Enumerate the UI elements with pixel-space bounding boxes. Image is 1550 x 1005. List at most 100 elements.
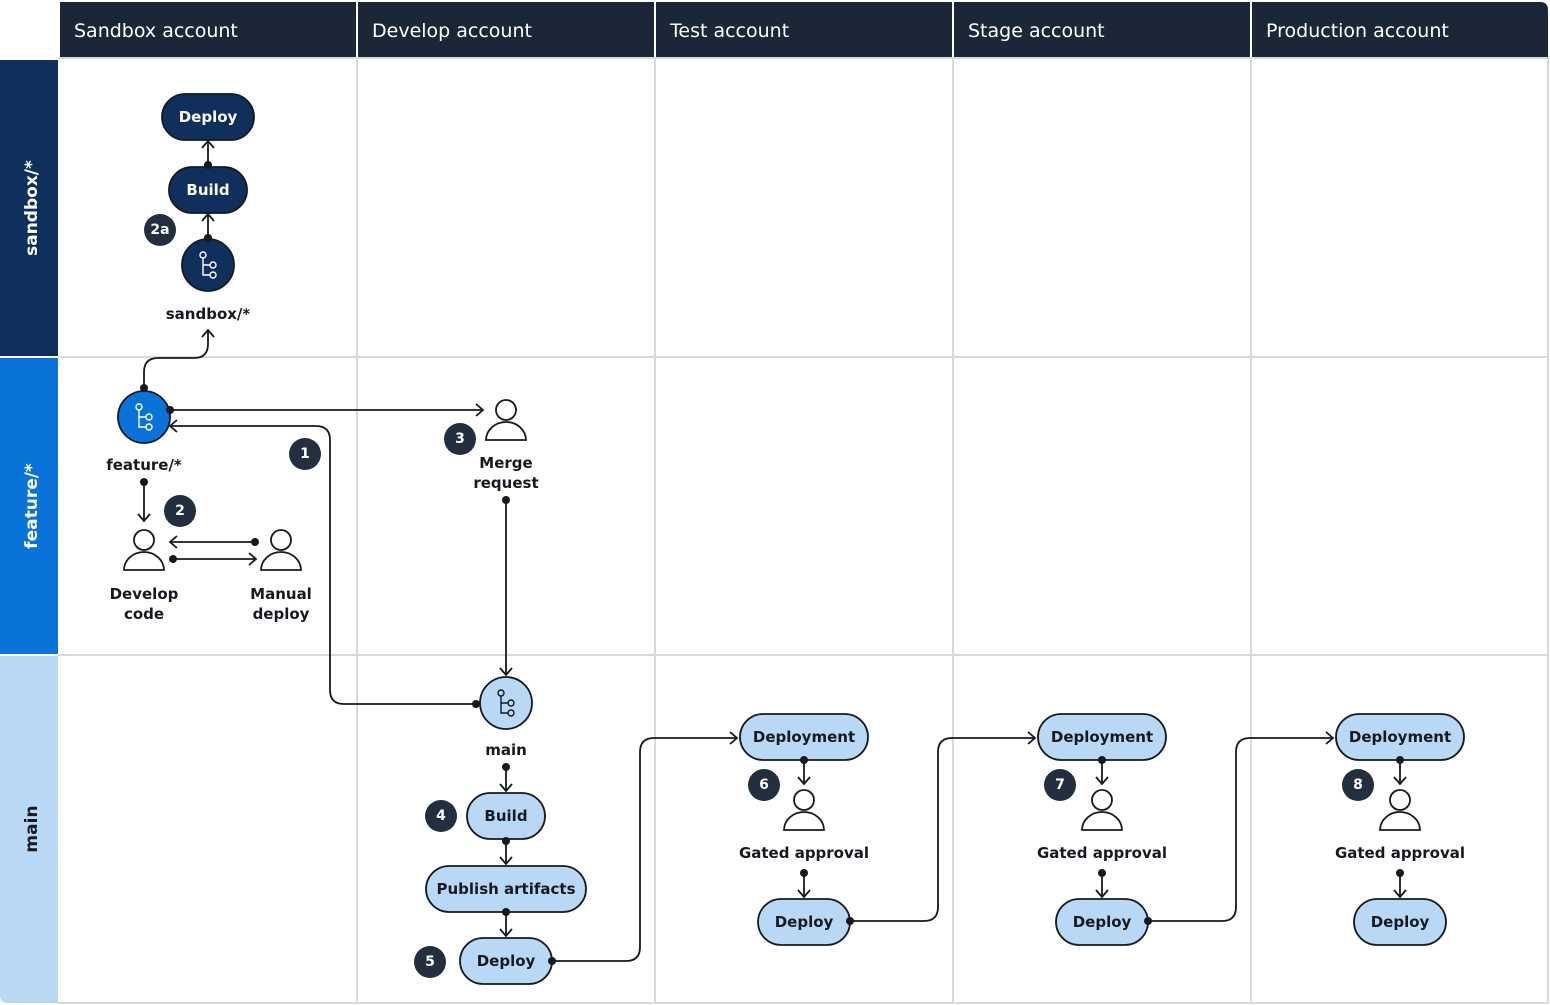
svg-text:3: 3 xyxy=(455,431,465,447)
svg-text:Deploy: Deploy xyxy=(1371,913,1430,931)
lane-title-feature: feature/* xyxy=(22,463,42,549)
lane-title-sandbox: sandbox/* xyxy=(22,160,42,256)
feature-branch-node xyxy=(117,390,171,444)
main-to-feature-connector xyxy=(168,419,480,708)
merge-request-label-line1: Merge xyxy=(479,454,532,472)
svg-text:2: 2 xyxy=(175,503,185,519)
badge-6: 6 xyxy=(748,769,780,801)
test-approval-label: Gated approval xyxy=(739,844,869,862)
svg-text:7: 7 xyxy=(1055,777,1065,793)
column-header-production: Production account xyxy=(1252,2,1548,58)
badge-4: 4 xyxy=(425,800,457,832)
badge-2a: 2a xyxy=(144,214,176,246)
develop-code-label-line2: code xyxy=(124,605,164,623)
svg-text:2a: 2a xyxy=(150,222,169,238)
svg-text:Deployment: Deployment xyxy=(1051,728,1153,746)
sandbox-deploy-node: Deploy xyxy=(161,93,255,141)
svg-text:Deployment: Deployment xyxy=(753,728,855,746)
sandbox-branch-node xyxy=(181,238,235,292)
lane-header-sandbox: sandbox/* xyxy=(0,60,58,356)
test-to-stage-connector xyxy=(846,731,1037,925)
merge-request-label-line2: request xyxy=(473,474,538,492)
develop-deploy-node: Deploy xyxy=(459,937,553,985)
merge-request-person-icon xyxy=(485,399,527,441)
lane-header-feature: feature/* xyxy=(0,358,58,654)
sandbox-build-node: Build xyxy=(168,166,248,214)
manual-to-develop-connector xyxy=(168,535,259,549)
column-header-develop: Develop account xyxy=(358,2,654,58)
merge-to-main-connector xyxy=(499,496,513,677)
publish-artifacts-node: Publish artifacts xyxy=(425,865,587,913)
svg-text:Deploy: Deploy xyxy=(775,913,834,931)
svg-text:Publish artifacts: Publish artifacts xyxy=(437,880,576,898)
svg-text:Build: Build xyxy=(484,807,527,825)
lane-title-main: main xyxy=(22,805,42,852)
develop-to-manual-connector xyxy=(169,552,258,566)
column-header-stage: Stage account xyxy=(954,2,1250,58)
column-header-test: Test account xyxy=(656,2,952,58)
svg-text:8: 8 xyxy=(1353,777,1363,793)
production-deployment-node: Deployment xyxy=(1335,713,1465,761)
production-approval-person-icon xyxy=(1379,789,1421,831)
production-approval-to-deploy-connector xyxy=(1393,869,1407,899)
feature-to-merge-connector xyxy=(166,403,485,417)
svg-text:Deploy: Deploy xyxy=(477,952,536,970)
feature-to-develop-connector xyxy=(137,478,151,523)
manual-deploy-person-icon xyxy=(260,529,302,571)
column-title-test: Test account xyxy=(669,20,789,42)
stage-approval-label: Gated approval xyxy=(1037,844,1167,862)
test-deployment-node: Deployment xyxy=(739,713,869,761)
svg-text:Build: Build xyxy=(186,181,229,199)
badge-8: 8 xyxy=(1342,769,1374,801)
column-title-production: Production account xyxy=(1266,20,1449,42)
main-branch-node xyxy=(479,676,533,730)
badge-2: 2 xyxy=(164,495,196,527)
corner-cell xyxy=(0,0,60,58)
test-deployment-to-approval-connector xyxy=(797,756,811,786)
main-build-node: Build xyxy=(466,792,546,840)
svg-text:4: 4 xyxy=(436,808,446,824)
test-approval-person-icon xyxy=(783,789,825,831)
stage-deploy-node: Deploy xyxy=(1055,898,1149,946)
grid-lines xyxy=(58,57,1549,1004)
column-title-sandbox: Sandbox account xyxy=(74,20,238,42)
column-title-develop: Develop account xyxy=(372,20,532,42)
stage-to-production-connector xyxy=(1144,731,1335,925)
feature-branch-label: feature/* xyxy=(106,456,182,474)
sandbox-connectors xyxy=(201,139,215,242)
column-title-stage: Stage account xyxy=(968,20,1105,42)
svg-text:5: 5 xyxy=(425,954,435,970)
svg-text:Deployment: Deployment xyxy=(1349,728,1451,746)
publish-to-deploy-connector xyxy=(499,908,513,938)
stage-approval-person-icon xyxy=(1081,789,1123,831)
stage-deployment-to-approval-connector xyxy=(1095,756,1109,786)
stage-approval-to-deploy-connector xyxy=(1095,869,1109,899)
feature-to-sandbox-connector xyxy=(140,328,215,392)
badge-5: 5 xyxy=(414,946,446,978)
develop-code-label-line1: Develop xyxy=(110,585,179,603)
column-header-sandbox: Sandbox account xyxy=(60,2,356,58)
badge-7: 7 xyxy=(1044,769,1076,801)
stage-deployment-node: Deployment xyxy=(1037,713,1167,761)
main-branch-label: main xyxy=(485,741,527,759)
production-deployment-to-approval-connector xyxy=(1393,756,1407,786)
svg-text:Deploy: Deploy xyxy=(1073,913,1132,931)
lane-header-main: main xyxy=(0,656,58,1003)
develop-code-person-icon xyxy=(123,529,165,571)
build-to-publish-connector xyxy=(499,837,513,866)
test-approval-to-deploy-connector xyxy=(797,869,811,899)
svg-text:Deploy: Deploy xyxy=(179,108,238,126)
production-deploy-node: Deploy xyxy=(1353,898,1447,946)
manual-deploy-label-line1: Manual xyxy=(250,585,312,603)
production-approval-label: Gated approval xyxy=(1335,844,1465,862)
badge-3: 3 xyxy=(444,423,476,455)
develop-to-test-connector xyxy=(548,731,739,965)
test-deploy-node: Deploy xyxy=(757,898,851,946)
svg-text:1: 1 xyxy=(300,446,310,462)
badge-1: 1 xyxy=(289,438,321,470)
svg-text:6: 6 xyxy=(759,777,769,793)
manual-deploy-label-line2: deploy xyxy=(253,605,310,623)
sandbox-branch-label: sandbox/* xyxy=(166,305,251,323)
main-to-build-connector xyxy=(499,763,513,793)
